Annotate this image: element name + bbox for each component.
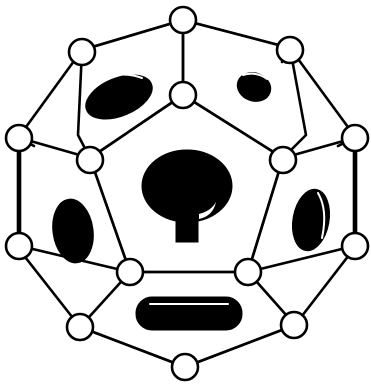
knob-left-upper (6, 125, 32, 151)
knob-bottom (172, 354, 198, 380)
knob-upper-left (69, 39, 95, 65)
knob-left-lower (6, 233, 32, 259)
knob-center-bottom-left (117, 259, 143, 285)
knob-upper-right (277, 37, 303, 63)
knob-center-top (170, 82, 196, 108)
knob-center-bottom-right (235, 259, 261, 285)
knob-bottom-left (67, 314, 93, 340)
knob-center-right (270, 147, 296, 173)
knob-bottom-right (281, 312, 307, 338)
knob-right-upper (342, 125, 368, 151)
knob-right-lower (342, 233, 368, 259)
hole-bottom (136, 297, 242, 330)
knob-center-left (77, 147, 103, 173)
knob-top (170, 7, 196, 33)
